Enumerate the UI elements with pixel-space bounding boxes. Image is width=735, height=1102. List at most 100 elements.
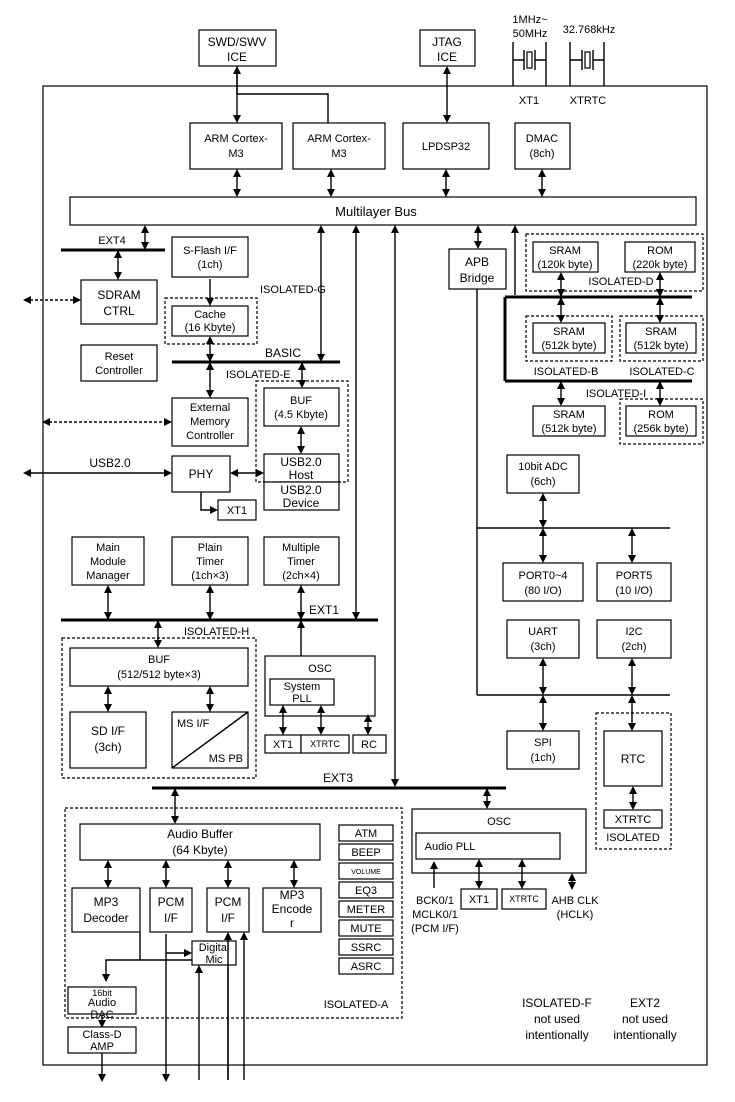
svg-text:(2ch×4): (2ch×4) (282, 570, 320, 582)
isolated-b-label: ISOLATED-B (534, 366, 599, 378)
svg-text:(6ch): (6ch) (530, 476, 555, 488)
svg-text:(1ch×3): (1ch×3) (191, 570, 229, 582)
svg-text:Main: Main (96, 542, 120, 554)
svg-text:UART: UART (528, 626, 558, 638)
svg-text:PCM: PCM (215, 895, 242, 909)
svg-text:BUF: BUF (290, 395, 312, 407)
arm-cortex-m3-1: ARM Cortex- M3 (189, 122, 283, 170)
svg-text:XTRTC: XTRTC (310, 739, 340, 749)
svg-text:SSRC: SSRC (351, 942, 382, 954)
svg-text:XTRTC: XTRTC (615, 814, 652, 826)
svg-text:(3ch): (3ch) (530, 641, 555, 653)
svg-text:Timer: Timer (287, 556, 315, 568)
svg-text:Controller: Controller (95, 365, 143, 377)
svg-text:Digital: Digital (199, 942, 230, 954)
svg-text:ISOLATED-F: ISOLATED-F (522, 996, 592, 1010)
ext2-note: EXT2 not used intentionally (613, 996, 676, 1042)
svg-text:(512k byte): (512k byte) (541, 340, 596, 352)
sdram-ctrl-box: SDRAM CTRL (80, 279, 158, 325)
svg-text:BEEP: BEEP (351, 847, 380, 859)
isolated-a-label: ISOLATED-A (324, 999, 389, 1011)
svg-text:ROM: ROM (647, 245, 673, 257)
main-module-manager-box: Main Module Manager (71, 536, 145, 586)
svg-text:BUF: BUF (148, 654, 170, 666)
rom-256k-box: ROM (256k byte) (625, 405, 697, 437)
rtc-isolated-region (595, 712, 672, 850)
svg-text:not used: not used (622, 1012, 668, 1026)
mp3-encoder-box: MP3 Encode r (262, 887, 322, 933)
svg-text:intentionally: intentionally (613, 1028, 676, 1042)
svg-text:LPDSP32: LPDSP32 (422, 141, 470, 153)
svg-text:Device: Device (283, 496, 320, 510)
ahb-clk-label: AHB CLK (HCLK) (551, 895, 599, 921)
isolated-a-region (64, 807, 403, 1019)
svg-text:Multiple: Multiple (282, 542, 320, 554)
svg-text:(2ch): (2ch) (621, 641, 646, 653)
svg-text:intentionally: intentionally (525, 1028, 588, 1042)
svg-text:(512/512 byte×3): (512/512 byte×3) (117, 669, 200, 681)
svg-text:EXT2: EXT2 (630, 996, 660, 1010)
svg-text:Memory: Memory (190, 416, 230, 428)
svg-text:XTRTC: XTRTC (570, 95, 607, 107)
isolated-i-label: ISOLATED-I (586, 388, 646, 400)
svg-text:16bit: 16bit (92, 988, 112, 998)
cache-box: Cache (16 Kbyte) (171, 305, 249, 337)
svg-text:MUTE: MUTE (350, 923, 381, 935)
svg-text:System: System (284, 681, 321, 693)
multilayer-bus: Multilayer Bus (69, 196, 697, 226)
i2c-box: I2C (2ch) (596, 619, 672, 659)
svg-text:Encode: Encode (272, 902, 313, 916)
svg-text:ROM: ROM (648, 409, 674, 421)
port5-box: PORT5 (10 I/O) (596, 562, 672, 602)
sram-120k-box: SRAM (120k byte) (532, 241, 599, 273)
svg-text:Audio PLL: Audio PLL (425, 841, 476, 853)
ms-if-box: MS I/F MS PB (171, 711, 249, 769)
class-d-amp-box: Class-D AMP (67, 1026, 137, 1054)
osc1-xt1-box: XT1 (264, 734, 302, 754)
system-pll-box: System PLL (269, 678, 335, 706)
xt1-small-box: XT1 (217, 499, 257, 521)
swd-ice-box: SWD/SWV ICE (198, 29, 277, 67)
svg-text:PLL: PLL (292, 693, 312, 705)
phy-box: PHY (171, 455, 231, 493)
svg-text:CTRL: CTRL (103, 304, 135, 318)
svg-text:M3: M3 (331, 148, 346, 160)
buf-512-box: BUF (512/512 byte×3) (69, 647, 249, 687)
isolated-label: ISOLATED (606, 832, 660, 844)
audio-function-list: ATM BEEP VOLUME EQ3 METER MUTE SSRC ASRC (338, 824, 394, 975)
svg-text:(4.5 Kbyte): (4.5 Kbyte) (274, 409, 328, 421)
svg-text:ICE: ICE (437, 50, 457, 64)
svg-text:SPI: SPI (534, 737, 552, 749)
osc2-xtrtc-box: XTRTC (501, 888, 547, 910)
usb20-host-box: USB2.0 Host (263, 453, 340, 483)
svg-text:(1ch): (1ch) (530, 752, 555, 764)
rom-220k-box: ROM (220k byte) (624, 241, 696, 273)
svg-text:DMAC: DMAC (526, 133, 558, 145)
arm-cortex-m3-2: ARM Cortex- M3 (292, 122, 386, 170)
svg-text:SRAM: SRAM (553, 326, 585, 338)
crystal-xt1: 1MHz~ 50MHz XT1 (512, 14, 548, 107)
svg-text:(512k byte): (512k byte) (633, 340, 688, 352)
dmac-box: DMAC (8ch) (514, 122, 571, 170)
svg-text:VOLUME: VOLUME (351, 869, 381, 876)
svg-text:External: External (190, 402, 230, 414)
rtc-xtrtc-box: XTRTC (603, 809, 663, 829)
svg-text:APB: APB (465, 255, 489, 269)
svg-text:I2C: I2C (625, 626, 642, 638)
sram-512k-c-box: SRAM (512k byte) (625, 322, 697, 354)
svg-text:MS I/F: MS I/F (177, 718, 210, 730)
audio-pll-box: Audio PLL (415, 832, 561, 860)
reset-controller-box: Reset Controller (80, 344, 158, 382)
port0-4-box: PORT0~4 (80 I/O) (502, 562, 584, 602)
svg-text:Manager: Manager (86, 570, 130, 582)
svg-text:MP3: MP3 (94, 895, 119, 909)
lpdsp32-box: LPDSP32 (402, 122, 490, 170)
svg-text:Module: Module (90, 556, 126, 568)
svg-text:Bridge: Bridge (460, 271, 495, 285)
sflash-if-box: S-Flash I/F (1ch) (171, 236, 249, 278)
svg-text:XT1: XT1 (227, 505, 247, 517)
svg-text:Decoder: Decoder (83, 911, 128, 925)
isolated-e-label: ISOLATED-E (226, 369, 291, 381)
svg-text:Audio Buffer: Audio Buffer (167, 827, 233, 841)
uart-box: UART (3ch) (506, 619, 580, 659)
